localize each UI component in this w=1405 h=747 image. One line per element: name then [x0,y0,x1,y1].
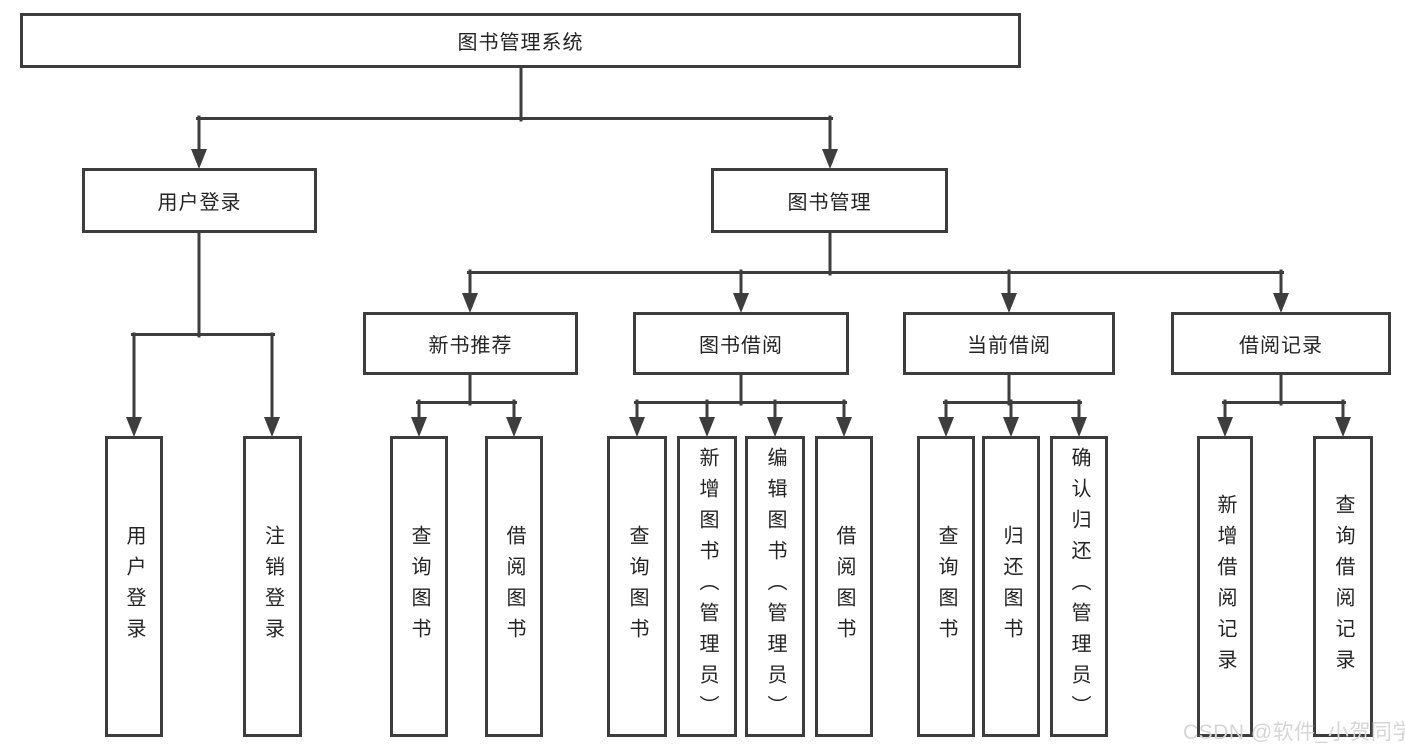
leaf-query-borrow-record-label: 查询借阅记录 [1332,493,1354,680]
leaf-query-borrow-record: 查询借阅记录 [1313,436,1373,737]
arrow-to-current-borrow [1001,269,1017,313]
arrow-to-leaf-query-borrow-record [1335,399,1351,437]
leaf-add-books-admin-label: 新增图书（管理员） [696,447,718,726]
node-book-borrow-label: 图书借阅 [699,335,783,357]
node-borrow-records-label: 借阅记录 [1239,335,1323,357]
node-new-book-rec-label: 新书推荐 [428,335,513,357]
node-current-borrow: 当前借阅 [903,312,1115,375]
leaf-confirm-return-admin: 确认归还（管理员） [1050,436,1108,737]
leaf-borrow-books-1: 借阅图书 [485,436,543,737]
watermark: CSDN @软件_小贺同学 [1183,721,1405,744]
leaf-user-login-label: 用户登录 [123,524,145,649]
leaf-query-books-2: 查询图书 [607,436,667,737]
leaf-query-books-1: 查询图书 [390,436,448,737]
node-current-borrow-label: 当前借阅 [967,335,1051,357]
connector-book-borrow-children [634,372,847,406]
connector-root-children [196,64,833,122]
connector-current-borrow-children [943,372,1082,406]
node-book-borrow: 图书借阅 [633,312,849,375]
arrow-to-leaf-edit-books [767,399,783,437]
arrow-to-leaf-borrow-books-1 [506,399,522,437]
arrow-to-leaf-add-borrow-record [1217,399,1233,437]
node-root: 图书管理系统 [20,13,1021,68]
leaf-user-login: 用户登录 [105,436,163,737]
arrow-to-leaf-user-login [126,332,142,437]
arrow-to-leaf-query-books-3 [938,399,954,437]
arrow-to-user-login-branch [191,115,207,169]
arrow-to-leaf-add-books [699,399,715,437]
leaf-add-borrow-record-label: 新增借阅记录 [1214,493,1236,680]
leaf-confirm-return-admin-label: 确认归还（管理员） [1068,447,1090,726]
leaf-borrow-books-2-label: 借阅图书 [833,524,855,649]
node-new-book-rec: 新书推荐 [363,312,578,375]
arrow-to-borrow-records [1273,269,1289,313]
arrow-to-leaf-confirm-return [1071,399,1087,437]
leaf-query-books-3-label: 查询图书 [935,524,957,649]
node-user-login-branch-label: 用户登录 [157,192,242,214]
node-book-mgmt-branch: 图书管理 [711,168,948,233]
connector-book-mgmt-children [467,229,1284,276]
arrow-to-new-book-rec [462,269,478,313]
connector-borrow-records-children [1222,372,1346,406]
node-book-mgmt-branch-label: 图书管理 [787,192,872,214]
arrow-to-leaf-query-books-1 [411,399,427,437]
arrow-to-leaf-return-books [1003,399,1019,437]
leaf-borrow-books-1-label: 借阅图书 [503,524,525,649]
leaf-return-books-label: 归还图书 [1000,524,1022,649]
leaf-query-books-1-label: 查询图书 [408,524,430,649]
leaf-logout-label: 注销登录 [261,524,284,649]
leaf-borrow-books-2: 借阅图书 [815,436,873,737]
leaf-query-books-3: 查询图书 [917,436,975,737]
leaf-add-books-admin: 新增图书（管理员） [677,436,737,737]
arrow-to-leaf-logout [264,332,280,437]
connector-new-book-rec-children [416,372,517,406]
arrow-to-book-mgmt-branch [822,115,838,169]
leaf-edit-books-admin: 编辑图书（管理员） [745,436,805,737]
arrow-to-book-borrow [733,269,749,313]
node-root-label: 图书管理系统 [457,32,584,54]
leaf-logout: 注销登录 [243,436,302,737]
leaf-return-books: 归还图书 [982,436,1040,737]
connector-user-login-children [131,229,275,338]
arrow-to-leaf-borrow-books-2 [836,399,852,437]
leaf-query-books-2-label: 查询图书 [626,524,648,649]
node-user-login-branch: 用户登录 [82,168,317,233]
node-borrow-records: 借阅记录 [1171,312,1391,375]
leaf-edit-books-admin-label: 编辑图书（管理员） [764,447,786,726]
arrow-to-leaf-query-books-2 [629,399,645,437]
leaf-add-borrow-record: 新增借阅记录 [1197,436,1253,737]
